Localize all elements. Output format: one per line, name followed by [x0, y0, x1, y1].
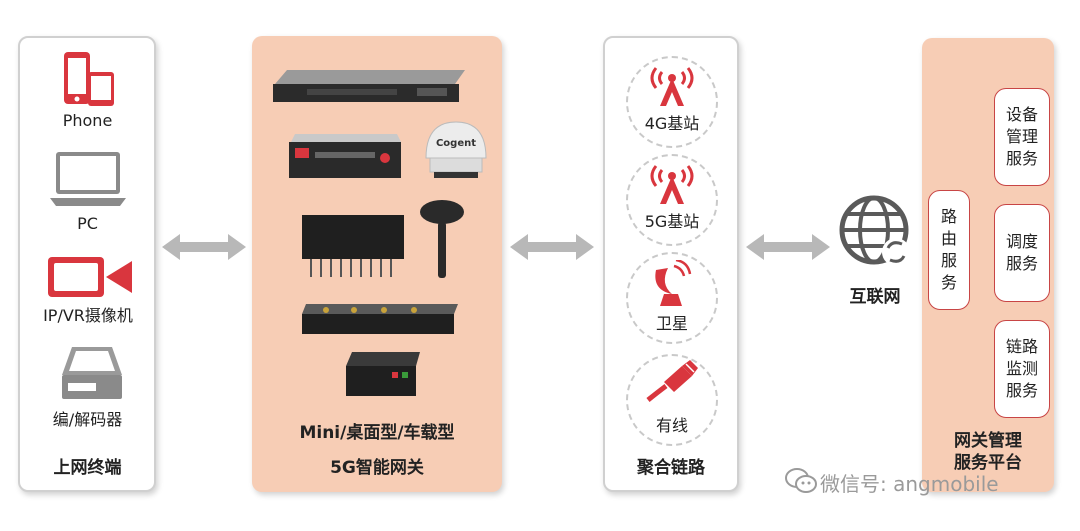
link-monitor-service-box: 链路 监测 服务: [994, 320, 1050, 418]
video-camera-icon: [48, 257, 132, 297]
link-4g-label: 4G基站: [644, 114, 700, 133]
link-4g-circle: [626, 56, 718, 148]
double-arrow-icon: [510, 234, 594, 260]
mushroom-antenna-image: [420, 200, 464, 278]
device-mgmt-service-label: 设备 管理 服务: [1005, 105, 1038, 168]
cell-tower-icon: [650, 165, 694, 204]
routing-service-label: 路 由 服 务: [940, 207, 957, 292]
satellite-antenna-dome-image: [425, 121, 487, 178]
camera-label: IP/VR摄像机: [43, 306, 133, 325]
internet-label: 互联网: [849, 287, 901, 307]
link-satellite-label: 卫星: [655, 314, 688, 333]
dispatch-service-box: 调度 服务: [994, 204, 1050, 302]
link-5g-label: 5G基站: [644, 212, 700, 231]
slim-gateway-image: [302, 304, 458, 334]
codec-label: 编/解码器: [52, 410, 123, 429]
link-wired-circle: [626, 354, 718, 446]
platform-title: 网关管理 服务平台: [954, 431, 1022, 473]
double-arrow-icon: [746, 234, 830, 260]
link-monitor-service-label: 链路 监测 服务: [1005, 337, 1038, 400]
routing-service-box: 路 由 服 务: [928, 190, 970, 310]
gateway-types-label: Mini/桌面型/车载型: [299, 423, 455, 443]
vehicle-gateway-image: [302, 215, 404, 277]
ethernet-cable-icon: [646, 360, 698, 402]
dispatch-service-label: 调度 服务: [1005, 232, 1038, 273]
link-satellite-circle: [626, 252, 718, 344]
rack-gateway-image: [273, 70, 465, 102]
gateway-panel: [252, 36, 502, 492]
globe-icon: [839, 195, 910, 266]
watermark-label: 微信号: angmobile: [820, 472, 999, 496]
pc-label: PC: [77, 214, 98, 233]
terminals-title: 上网终端: [53, 458, 122, 478]
mini-gateway-image: [346, 352, 420, 396]
codec-drive-icon: [62, 347, 122, 399]
cell-tower-icon: [650, 67, 694, 106]
phone-label: Phone: [62, 111, 113, 130]
satellite-dish-icon: [655, 260, 692, 306]
phone-icon: [64, 52, 114, 106]
link-5g-circle: [626, 154, 718, 246]
device-mgmt-service-box: 设备 管理 服务: [994, 88, 1050, 186]
wechat-icon: [785, 468, 817, 493]
gateway-title: 5G智能网关: [330, 458, 424, 478]
links-title: 聚合链路: [637, 458, 705, 478]
double-arrow-icon: [162, 234, 246, 260]
link-wired-label: 有线: [655, 416, 688, 435]
desktop-gateway-image: [289, 134, 401, 178]
laptop-icon: [50, 152, 126, 206]
cogent-brand-label: Cogent: [435, 138, 477, 149]
